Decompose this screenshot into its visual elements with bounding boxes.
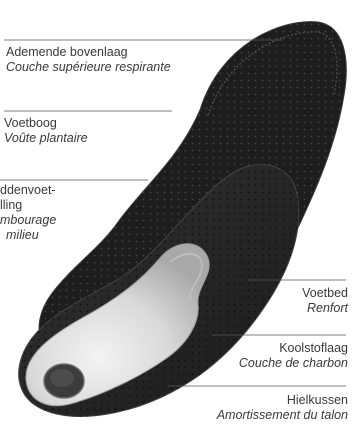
label-footbed-fr: Renfort: [302, 301, 348, 316]
label-top-layer-fr: Couche supérieure respirante: [6, 60, 171, 75]
label-heel-nl: Hielkussen: [217, 393, 348, 408]
label-carbon-nl: Koolstoflaag: [239, 341, 348, 356]
label-heel: Hielkussen Amortissement du talon: [217, 393, 348, 423]
label-top-layer: Ademende bovenlaag Couche supérieure res…: [6, 45, 171, 75]
label-carbon: Koolstoflaag Couche de charbon: [239, 341, 348, 371]
label-arch: Voetboog Voûte plantaire: [4, 116, 88, 146]
label-footbed: Voetbed Renfort: [302, 286, 348, 316]
label-arch-fr: Voûte plantaire: [4, 131, 88, 146]
label-mid-padding-fr: mbourage: [0, 213, 56, 228]
label-mid-padding: ddenvoet- lling mbourage milieu: [0, 183, 56, 243]
label-top-layer-nl: Ademende bovenlaag: [6, 45, 171, 60]
label-arch-nl: Voetboog: [4, 116, 88, 131]
label-footbed-nl: Voetbed: [302, 286, 348, 301]
label-mid-padding-nl: ddenvoet-: [0, 183, 56, 198]
label-mid-padding-nl2: lling: [0, 198, 56, 213]
label-mid-padding-fr2: milieu: [0, 228, 56, 243]
label-carbon-fr: Couche de charbon: [239, 356, 348, 371]
label-heel-fr: Amortissement du talon: [217, 408, 348, 423]
